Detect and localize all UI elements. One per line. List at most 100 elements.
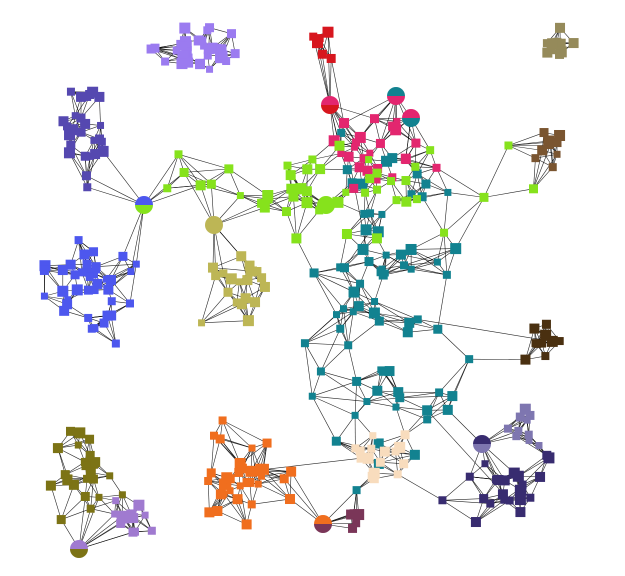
graph-node-violet[interactable] [218, 50, 228, 60]
graph-node-olive-yellow[interactable] [236, 299, 247, 310]
graph-node-lime[interactable] [206, 179, 216, 189]
graph-node-lime[interactable] [426, 146, 435, 155]
graph-node-indigo[interactable] [505, 496, 514, 505]
graph-node-dark-brown[interactable] [529, 323, 540, 334]
graph-node-lime[interactable] [296, 186, 305, 195]
graph-node-peach[interactable] [393, 470, 402, 479]
graph-node-indigo[interactable] [497, 489, 508, 500]
graph-node-peach[interactable] [399, 459, 409, 469]
graph-node-dark-olive[interactable] [80, 491, 90, 501]
graph-node-slate-blue[interactable] [81, 171, 91, 181]
graph-node-violet[interactable] [195, 58, 204, 67]
graph-node-lime[interactable] [479, 192, 489, 202]
graph-node-teal[interactable] [351, 411, 359, 419]
graph-node-violet[interactable] [200, 42, 208, 50]
graph-node-teal[interactable] [366, 209, 375, 218]
graph-node-violet[interactable] [179, 22, 191, 34]
graph-node-lime[interactable] [387, 177, 396, 186]
graph-node-periwinkle[interactable] [503, 424, 512, 433]
graph-node-violet[interactable] [203, 44, 214, 55]
graph-node-royal-blue[interactable] [57, 265, 68, 276]
graph-node-orange[interactable] [286, 466, 297, 477]
graph-node-lime[interactable] [365, 174, 375, 184]
graph-node-khaki[interactable] [555, 22, 566, 33]
graph-node-royal-blue[interactable] [83, 285, 93, 295]
graph-node-violet[interactable] [222, 57, 231, 66]
graph-node-pink[interactable] [388, 121, 398, 131]
graph-node-pink[interactable] [351, 143, 359, 151]
graph-node-dark-olive[interactable] [85, 434, 95, 444]
graph-node-teal[interactable] [435, 388, 444, 397]
graph-node-brown[interactable] [539, 128, 549, 138]
graph-node-orange[interactable] [234, 457, 246, 469]
graph-node-dark-olive[interactable] [52, 443, 63, 454]
graph-node-indigo[interactable] [499, 475, 510, 486]
graph-node-violet[interactable] [179, 41, 188, 50]
graph-node-peach[interactable] [355, 446, 365, 456]
graph-node-teal[interactable] [332, 311, 340, 319]
graph-node-orange[interactable] [279, 474, 289, 484]
graph-node-dark-olive[interactable] [86, 504, 95, 513]
graph-node-pink[interactable] [337, 150, 345, 158]
graph-node-pink[interactable] [354, 162, 365, 173]
graph-node-dark-olive[interactable] [90, 457, 101, 468]
graph-node-royal-blue[interactable] [118, 251, 128, 261]
graph-node-olive-yellow[interactable] [253, 267, 262, 276]
graph-node-royal-blue[interactable] [92, 278, 103, 289]
graph-node-indigo[interactable] [514, 484, 524, 494]
graph-node-slate-blue[interactable] [63, 147, 75, 159]
graph-node-teal[interactable] [347, 178, 357, 188]
graph-node-violet[interactable] [183, 57, 194, 68]
graph-node-lime[interactable] [224, 164, 234, 174]
graph-node-lime[interactable] [257, 198, 267, 208]
graph-node-red[interactable] [326, 53, 336, 63]
graph-node-slate-blue[interactable] [76, 91, 87, 102]
graph-node-teal[interactable] [353, 301, 364, 312]
graph-node-teal[interactable] [395, 249, 406, 260]
graph-node-slate-blue[interactable] [71, 112, 79, 120]
graph-node-teal[interactable] [371, 298, 379, 306]
graph-node-teal[interactable] [309, 268, 319, 278]
graph-node-red[interactable] [312, 37, 324, 49]
graph-node-royal-blue[interactable] [107, 297, 116, 306]
graph-node-orange[interactable] [248, 444, 256, 452]
graph-node-violet[interactable] [205, 23, 215, 33]
graph-node-royal-blue[interactable] [87, 324, 96, 333]
graph-node-lime[interactable] [262, 190, 274, 202]
graph-node-olive-yellow[interactable] [242, 275, 253, 286]
graph-node-peach[interactable] [400, 430, 410, 440]
graph-node-teal[interactable] [352, 486, 361, 495]
graph-node-teal[interactable] [407, 190, 416, 199]
graph-node-teal[interactable] [421, 179, 431, 189]
graph-node-slate-blue[interactable] [84, 93, 92, 101]
graph-node-pink[interactable] [411, 138, 421, 148]
graph-node-brown[interactable] [546, 142, 554, 150]
graph-node-slate-blue[interactable] [66, 87, 75, 96]
graph-node-dark-olive[interactable] [81, 461, 91, 471]
graph-node-teal[interactable] [349, 308, 357, 316]
graph-node-royal-blue[interactable] [59, 305, 70, 316]
graph-node-lime[interactable] [291, 233, 302, 244]
graph-node-lime[interactable] [301, 197, 313, 209]
graph-node-indigo[interactable] [486, 499, 495, 508]
graph-node-violet[interactable] [206, 65, 214, 73]
graph-node-pink[interactable] [354, 131, 366, 143]
graph-node-teal[interactable] [407, 265, 415, 273]
graph-node-teal[interactable] [442, 270, 451, 279]
graph-node-teal[interactable] [372, 226, 384, 238]
graph-node-indigo[interactable] [465, 472, 474, 481]
graph-node-teal[interactable] [337, 128, 346, 137]
graph-node-pink[interactable] [343, 151, 354, 162]
graph-node-pink[interactable] [352, 138, 361, 147]
graph-node-teal[interactable] [368, 307, 380, 319]
graph-node-dark-olive[interactable] [45, 480, 56, 491]
graph-node-brown[interactable] [537, 145, 548, 156]
graph-node-red[interactable] [322, 26, 334, 38]
graph-node-royal-blue[interactable] [40, 292, 48, 300]
graph-hub-node[interactable] [70, 540, 88, 558]
graph-node-olive-yellow[interactable] [250, 297, 261, 308]
graph-node-teal[interactable] [377, 366, 385, 374]
graph-node-dark-olive[interactable] [88, 474, 98, 484]
graph-node-slate-blue[interactable] [76, 113, 86, 123]
graph-node-peach[interactable] [394, 441, 406, 453]
